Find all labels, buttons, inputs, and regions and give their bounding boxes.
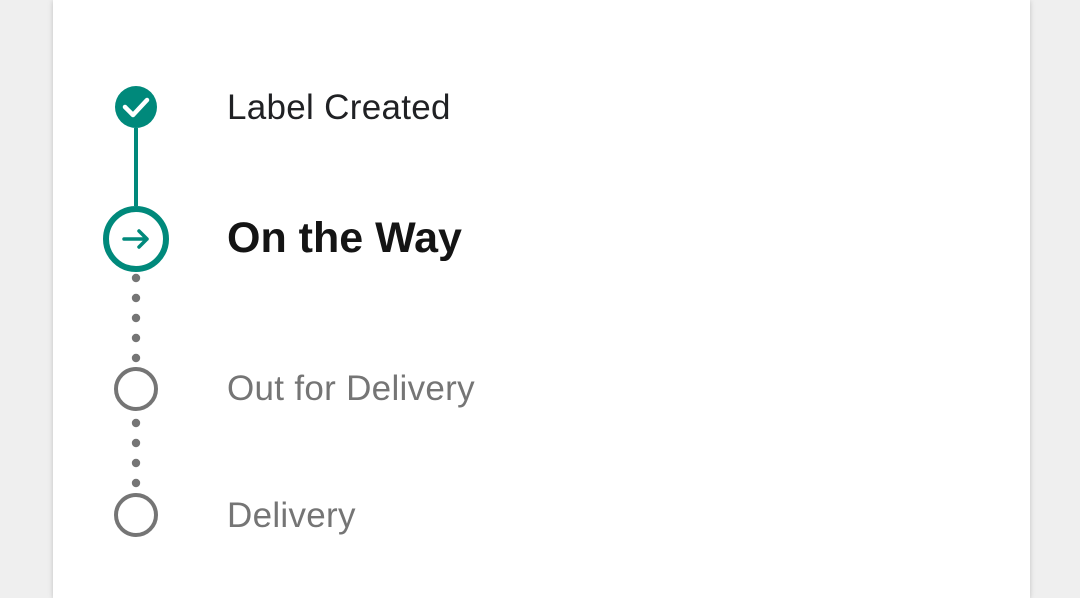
tracking-card <box>53 0 1030 598</box>
pending-connector-2 <box>131 418 141 488</box>
arrow-right-icon <box>103 206 169 272</box>
empty-circle-icon <box>114 493 158 537</box>
step-label-out-for-delivery: Out for Delivery <box>227 369 475 408</box>
empty-circle-icon <box>114 367 158 411</box>
step-label-label-created: Label Created <box>227 88 451 127</box>
check-icon <box>115 86 157 128</box>
step-label-delivery: Delivery <box>227 496 356 535</box>
pending-connector-1 <box>131 273 141 363</box>
step-label-on-the-way: On the Way <box>227 214 462 262</box>
